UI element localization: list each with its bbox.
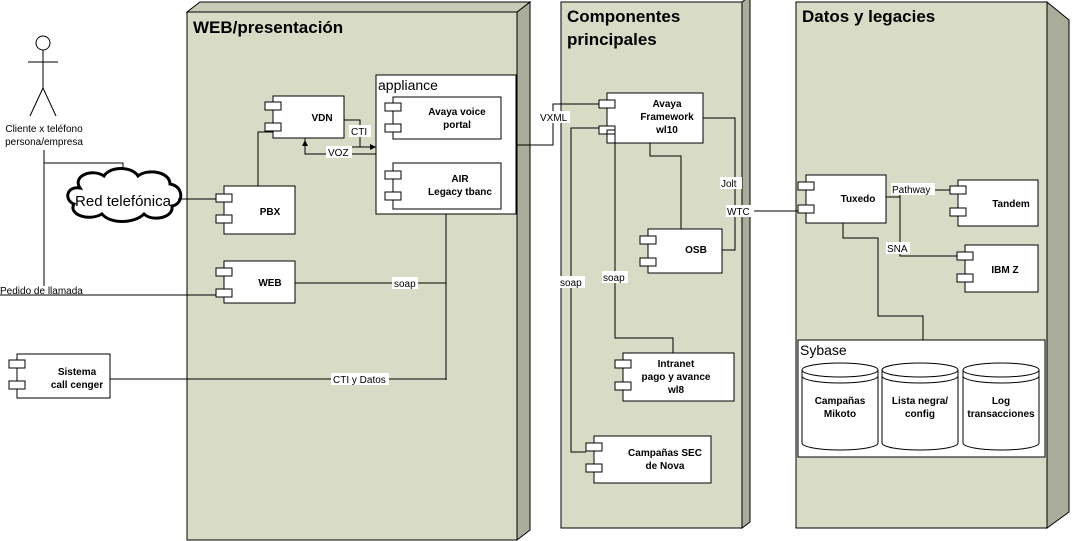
database-log-transacciones: Log transacciones (962, 362, 1040, 451)
campanas-sec-label-1: Campañas SEC (628, 448, 702, 459)
red-telefonica-cloud: Red telefónica (66, 167, 183, 223)
avaya-fw-label-2: Framework (640, 112, 694, 123)
node-title-componentes-2: principales (567, 30, 657, 49)
intranet-label-3: wl8 (667, 385, 685, 396)
database-lista-negra: Lista negra/ config (881, 362, 959, 451)
intranet-label-1: Intranet (658, 359, 695, 370)
cloud-label: Red telefónica (75, 193, 172, 210)
tuxedo-label: Tuxedo (841, 194, 876, 205)
component-ibmz: IBM Z (956, 244, 1039, 293)
actor-label-2: persona/empresa (5, 137, 83, 148)
air-label-1: AIR (451, 174, 469, 185)
actor-cliente: Cliente x teléfono persona/empresa (5, 35, 83, 148)
tandem-label: Tandem (992, 199, 1030, 210)
db1-label-2: Mikoto (824, 409, 856, 420)
component-sistema-call-center: Sistema call cenger (8, 353, 111, 399)
sna-label: SNA (887, 244, 908, 255)
avaya-voice-label-2: portal (443, 120, 471, 131)
cti-datos-label: CTI y Datos (333, 375, 386, 386)
node-title-web: WEB/presentación (193, 18, 343, 37)
node-title-datos: Datos y legacies (802, 7, 935, 26)
component-vdn: VDN (264, 95, 345, 139)
pbx-label: PBX (260, 207, 281, 218)
wtc-label: WTC (727, 207, 750, 218)
voz-label: VOZ (328, 148, 349, 159)
component-pbx: PBX (215, 185, 296, 235)
db3-label-1: Log (992, 396, 1010, 407)
sistema-label-1: Sistema (58, 367, 97, 378)
component-tuxedo: Tuxedo (797, 174, 887, 224)
component-campanas-sec: Campañas SEC de Nova (585, 435, 712, 484)
jolt-label: Jolt (721, 179, 737, 190)
db3-label-2: transacciones (967, 409, 1035, 420)
web-label: WEB (258, 278, 281, 289)
ibmz-label: IBM Z (991, 265, 1018, 276)
db2-label-1: Lista negra/ (892, 396, 948, 407)
soap-mid-label: soap (603, 273, 625, 284)
sybase-label: Sybase (800, 342, 847, 358)
pedido-llamada-label: Pedido de llamada (0, 286, 83, 297)
soap-left-label: soap (560, 278, 582, 289)
soap-web-label: soap (394, 279, 416, 290)
appliance-label: appliance (378, 77, 438, 93)
component-avaya-voice-portal: Avaya voice portal (384, 96, 502, 140)
db1-label-1: Campañas (815, 396, 866, 407)
vdn-label: VDN (311, 113, 332, 124)
intranet-label-2: pago y avance (642, 372, 711, 383)
node-title-componentes-1: Componentes (567, 7, 680, 26)
avaya-fw-label-3: wl10 (655, 125, 678, 136)
sistema-label-2: call cenger (51, 380, 103, 391)
vxml-label: VXML (540, 113, 568, 124)
cti-label: CTI (351, 127, 367, 138)
component-air-legacy: AIR Legacy tbanc (384, 162, 502, 210)
component-intranet: Intranet pago y avance wl8 (614, 352, 735, 402)
pathway-label: Pathway (892, 185, 930, 196)
db2-label-2: config (905, 409, 935, 420)
air-label-2: Legacy tbanc (428, 187, 492, 198)
component-osb: OSB (639, 228, 723, 274)
avaya-fw-label-1: Avaya (652, 99, 682, 110)
component-web: WEB (215, 260, 296, 304)
avaya-voice-label-1: Avaya voice (428, 107, 486, 118)
component-tandem: Tandem (949, 179, 1039, 227)
osb-label: OSB (685, 245, 707, 256)
database-campanas-mikoto: Campañas Mikoto (801, 362, 879, 451)
actor-label-1: Cliente x teléfono (5, 124, 83, 135)
campanas-sec-label-2: de Nova (646, 461, 685, 472)
